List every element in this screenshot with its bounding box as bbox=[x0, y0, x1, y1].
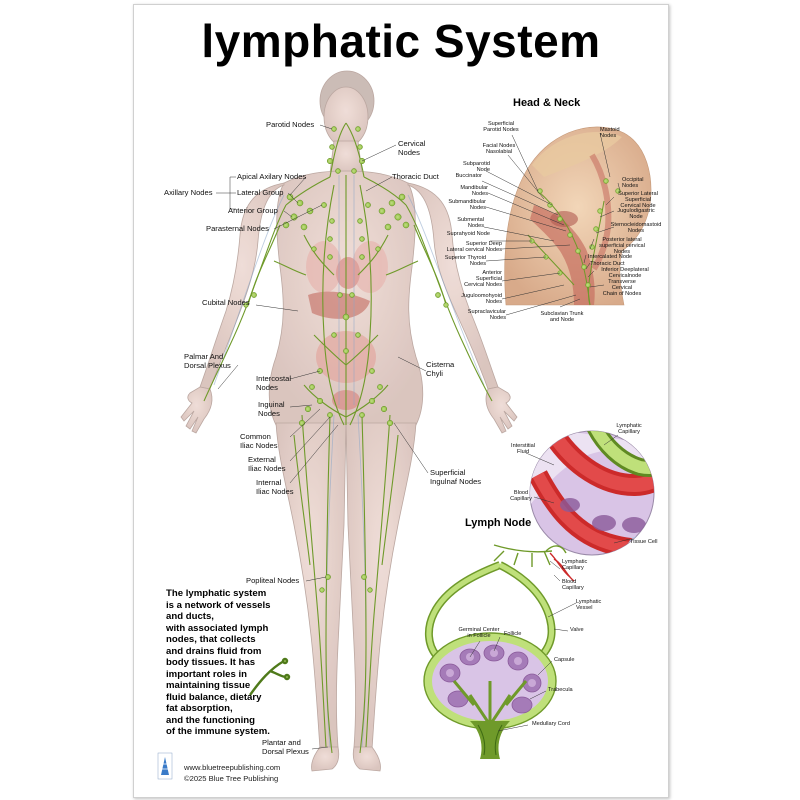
label-parotid-nodes: Parotid Nodes bbox=[266, 120, 315, 129]
poster-title: lymphatic System bbox=[201, 15, 601, 67]
label-medullary-cord: Medullary Cord bbox=[532, 721, 570, 727]
vessel-branch-icon bbox=[249, 657, 291, 696]
label-superficial-parotid: Superficial Parotid Nodes bbox=[483, 121, 519, 134]
label-palmar-dorsal-plexus: Palmar And Dorsal Plexus bbox=[184, 352, 231, 370]
label-interstitial-fluid: Interstitial Fluid bbox=[511, 443, 535, 456]
label-parasternal-nodes: Parasternal Nodes bbox=[206, 224, 269, 233]
label-inguinal-nodes: Inguinal Nodes bbox=[258, 400, 285, 418]
label-capsule: Capsule bbox=[554, 657, 575, 663]
head-neck-title: Head & Neck bbox=[513, 97, 581, 109]
label-axillary-nodes: Axillary Nodes bbox=[164, 188, 213, 197]
label-supraclavicular: Supraclavicular Nodes bbox=[467, 309, 506, 322]
label-mandibular: Mandibular Nodes bbox=[460, 185, 488, 198]
label-lymphatic-capillary-circle: Lymphatic Capillary bbox=[616, 423, 642, 436]
label-intercalated: Intercalated Node bbox=[588, 254, 633, 260]
label-superficial-inguinal-nodes: Superficial Ingulnaf Nodes bbox=[430, 468, 482, 486]
description-text: The lymphatic system is a network of ves… bbox=[166, 588, 271, 737]
label-suprahyoid: Suprahyoid Node bbox=[446, 231, 490, 237]
label-intercostal-nodes: Intercostal Nodes bbox=[256, 374, 292, 392]
label-inferior-deeplateral: Inferior Deeplateral Cervicalnode bbox=[601, 267, 649, 280]
label-superior-thyroid: Superior Thyroid Nodes bbox=[444, 255, 486, 268]
label-anterior-group: Anterior Group bbox=[228, 206, 278, 215]
label-tissue-cell: Tissue Cell bbox=[630, 539, 658, 545]
label-cubital-nodes: Cubital Nodes bbox=[202, 298, 250, 307]
label-thoracic-duct: Thoracic Duct bbox=[392, 172, 439, 181]
label-valve: Valve bbox=[570, 627, 584, 633]
label-superior-deep-lateral: Superior Deep Lateral cervical Nodes bbox=[446, 241, 502, 254]
label-lateral-group: Lateral Group bbox=[237, 188, 284, 197]
label-blood-capillary-circle: Blood Capillary bbox=[510, 490, 532, 503]
label-lymphatic-vessel: Lymphatic Vessel bbox=[576, 599, 602, 612]
label-cisterna-chyli: Cisterna Chyli bbox=[426, 360, 455, 378]
label-cervical-nodes: Cervical Nodes bbox=[398, 139, 426, 157]
label-internal-iliac-nodes: Internal Iliac Nodes bbox=[256, 478, 294, 496]
label-subclavian-trunk: Subclavian Trunk and Node bbox=[540, 311, 584, 324]
label-buccinator: Buccinator bbox=[455, 173, 482, 179]
label-common-iliac-nodes: Common Iliac Nodes bbox=[240, 432, 278, 450]
label-superior-lateral: Superior Lateral Superficial Cervical No… bbox=[618, 191, 658, 210]
lymphatic-vessels bbox=[203, 122, 493, 754]
blue-tree-logo bbox=[157, 752, 173, 780]
publisher-copyright: ©2025 Blue Tree Publishing bbox=[184, 774, 279, 783]
label-posterior-lateral: Posterior lateral superficial cervical N… bbox=[599, 237, 645, 256]
label-external-iliac-nodes: External Iliac Nodes bbox=[248, 455, 286, 473]
label-plantar-dorsal-plexus: Plantar and Dorsal Plexus bbox=[262, 738, 309, 756]
label-sternocleidomastoid: Sternocleidomastoid Nodes bbox=[610, 222, 662, 235]
label-apical-axilary-nodes: Apical Axilary Nodes bbox=[237, 172, 307, 181]
anatomy-illustration bbox=[157, 70, 655, 780]
head-neck-inset bbox=[504, 126, 652, 306]
label-anterior-superficial: Anterior Superficial Cervical Nodes bbox=[464, 270, 502, 289]
label-jugulodigastric: Jugulodigastric Node bbox=[617, 208, 655, 221]
publisher-url: www.bluetreepublishing.com bbox=[184, 763, 281, 772]
label-follicle: Follicle bbox=[504, 631, 522, 637]
lymph-node-detail bbox=[423, 544, 575, 759]
label-submental: Submental Nodes bbox=[457, 217, 484, 230]
label-facial-nodes: Facial Nodes Nasolabial bbox=[482, 143, 516, 156]
label-germinal-center: Germinal Center in Follicle bbox=[458, 627, 500, 640]
leader-lines bbox=[216, 124, 631, 750]
poster: lymphatic System bbox=[133, 4, 669, 798]
label-thoracic-duct-hn: Thoracic Duct bbox=[590, 261, 625, 267]
label-trabecula: Trabecula bbox=[548, 687, 573, 693]
capillary-detail bbox=[529, 430, 655, 556]
label-submandibular: Submandibular Nodes bbox=[448, 199, 486, 212]
label-subparotid: Subparotid Node bbox=[462, 161, 490, 174]
label-mastoid: Mastoid Nodes bbox=[600, 127, 620, 140]
label-transverse-cervical: Transverse Cervical Chain of Nodes bbox=[602, 279, 642, 298]
label-lymphatic-capillary-node: Lymphatic Capillary bbox=[562, 559, 588, 572]
label-occipital: Occipital Nodes bbox=[622, 177, 644, 190]
label-blood-capillary-node: Blood Capillary bbox=[562, 579, 584, 592]
lymph-node-title: Lymph Node bbox=[465, 517, 532, 529]
label-popliteal-nodes: Popliteal Nodes bbox=[246, 576, 300, 585]
body-lymph-nodes bbox=[243, 126, 449, 593]
label-juguloomohyoid: Juguloomohyoid Nodes bbox=[461, 293, 502, 306]
